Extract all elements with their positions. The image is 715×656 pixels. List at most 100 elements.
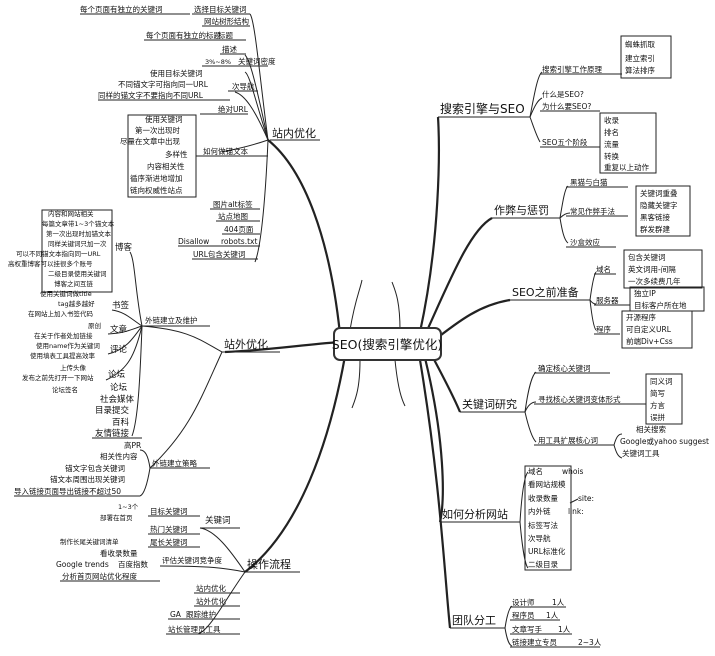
node: 404页面 <box>224 225 254 234</box>
node: 同义词 <box>650 377 673 386</box>
center-node: SEO(搜索引擎优化) <box>332 327 442 361</box>
branch-site-external-title: 站外优化 <box>224 337 268 351</box>
node: 书签 <box>112 300 130 311</box>
node: site: <box>578 494 594 503</box>
node: 1~3个 <box>118 503 139 511</box>
node: 论坛 <box>110 382 128 393</box>
node: 收录 <box>604 115 619 125</box>
node: 1人 <box>558 625 571 634</box>
node: 锚文本周围出现关键词 <box>50 474 125 484</box>
node: 次导航 <box>232 81 255 91</box>
node: 2~3人 <box>578 638 602 647</box>
node: 重复以上动作 <box>604 162 649 172</box>
node: Disallow <box>178 237 209 246</box>
node: 群发群建 <box>640 224 670 234</box>
node: 用工具扩展核心词 <box>538 435 598 445</box>
branch-workflow: 操作流程 关键词 1~3个 部署在首页 目标关键词 热门关键词 制作长尾关键词清… <box>56 503 300 635</box>
node: 使用关键词做title <box>40 289 92 298</box>
node: SEO五个阶段 <box>542 137 588 147</box>
node: 看收录数量 <box>100 548 138 558</box>
node: Google trends <box>56 560 109 569</box>
node: 发布之前先打开一下网站 <box>22 373 94 382</box>
node: 误拼 <box>650 412 665 422</box>
branch-keyword-research: 关键词研究 确定核心关键词 寻找核心关键词变体形式 同义词 简写 方言 误拼 用… <box>460 363 709 459</box>
node: 常见作弊手法 <box>570 206 615 216</box>
node: 百科 <box>112 417 130 428</box>
node: GA <box>170 610 182 619</box>
node: 同样关键词只加一次 <box>48 239 107 248</box>
node: 站内优化 <box>196 583 226 593</box>
node: 第一次出现时加锚文本 <box>46 229 112 238</box>
node: 锚文字包含关键词 <box>65 463 125 473</box>
branch-workflow-title: 操作流程 <box>247 557 291 571</box>
node: 博客 <box>115 242 133 253</box>
branch-search-engine-title: 搜索引擎与SEO <box>440 101 525 116</box>
node: URL包含关键词 <box>193 249 245 259</box>
center-title: SEO(搜索引擎优化) <box>332 337 442 352</box>
node: 尾长关键词 <box>150 537 188 547</box>
node: 包含关键词 <box>628 252 666 262</box>
node: 确定核心关键词 <box>538 363 591 373</box>
node: 建立索引 <box>625 53 655 63</box>
node: 网站树形结构 <box>204 16 249 26</box>
node: 简写 <box>650 388 665 398</box>
node: 算法排序 <box>625 65 655 75</box>
node: 站外优化 <box>196 596 226 606</box>
branch-site-internal: 站内优化 每个页面有独立的关键词 选择目标关键词 网站树形结构 每个页面有独立的… <box>80 4 320 263</box>
node: 沙盒效应 <box>570 237 600 247</box>
node: 目标客户所在地 <box>634 300 687 310</box>
node: robots.txt <box>221 237 257 246</box>
node: 制作长尾关键词清单 <box>60 537 119 546</box>
node: 内容和网站相关 <box>48 209 94 218</box>
node: 黑猫与白猫 <box>570 177 608 187</box>
branch-site-external: 站外优化 外链建立及维护 博客 内容和网站相关 每篇文章带1~3个锚文本 第一次… <box>8 209 280 497</box>
node: 链接建立专员 <box>512 637 557 647</box>
node: 关键词 <box>205 515 231 526</box>
node: 设计师 <box>512 597 535 607</box>
branch-search-engine: 搜索引擎与SEO 搜索引擎工作原理 蜘蛛抓取 建立索引 算法排序 什么是SEO?… <box>438 35 672 174</box>
node: 尽量在文章中出现 <box>120 136 180 146</box>
node: 开源程序 <box>626 312 656 322</box>
node: 多样性 <box>165 149 188 159</box>
node: 分析首页网站优化程度 <box>62 571 137 581</box>
node: 1人 <box>546 611 559 620</box>
node: 部署在首页 <box>100 513 133 522</box>
node: 使用name作为关键词 <box>36 341 100 350</box>
node: 循序渐进地增加 <box>130 173 183 183</box>
node: Google或yahoo suggest <box>620 436 709 446</box>
node: whois <box>562 467 584 476</box>
node: 二级目录 <box>528 559 558 569</box>
node: 可自定义URL <box>626 324 672 334</box>
node: 一次多续费几年 <box>628 276 681 286</box>
node: 高PR <box>124 440 141 450</box>
node: 关键词重叠 <box>640 188 678 198</box>
node: 图片alt标签 <box>213 199 253 209</box>
node: 可以不同锚文本指向同一URL <box>16 249 101 258</box>
node: 看网站规模 <box>528 479 566 489</box>
node: 隐藏关键字 <box>640 200 678 210</box>
node: 链向权威性站点 <box>130 185 183 195</box>
node: 论坛 <box>108 369 126 380</box>
node: 站长管理员工具 <box>168 624 221 634</box>
node: 次导航 <box>528 533 551 543</box>
branch-team: 团队分工 设计师 1人 程序员 1人 文章写手 1人 链接建立专员 2~3人 <box>450 597 602 648</box>
node: 标签写法 <box>528 520 558 530</box>
node: 内外链 <box>528 506 551 516</box>
node: 域名 <box>528 466 543 476</box>
node: 英文词用-间隔 <box>628 264 676 274</box>
node: 不同锚文字可指向同一URL <box>118 79 209 89</box>
node: 文章 <box>110 324 128 335</box>
branch-site-analysis-title: 如何分析网站 <box>442 507 508 521</box>
node: 目标关键词 <box>150 506 188 516</box>
node: tag越多越好 <box>58 299 95 308</box>
node: 在关于作者处加链接 <box>34 331 93 340</box>
node: 独立IP <box>634 288 656 298</box>
node: 每个页面有独立的关键词 <box>80 4 163 14</box>
node: 评估关键词竞争度 <box>162 555 222 565</box>
node: 社会媒体 <box>100 394 135 405</box>
node: 百度指数 <box>118 559 148 569</box>
node: 程序员 <box>512 610 535 620</box>
node: 文章写手 <box>512 624 542 634</box>
branch-preparation-title: SEO之前准备 <box>512 285 579 299</box>
